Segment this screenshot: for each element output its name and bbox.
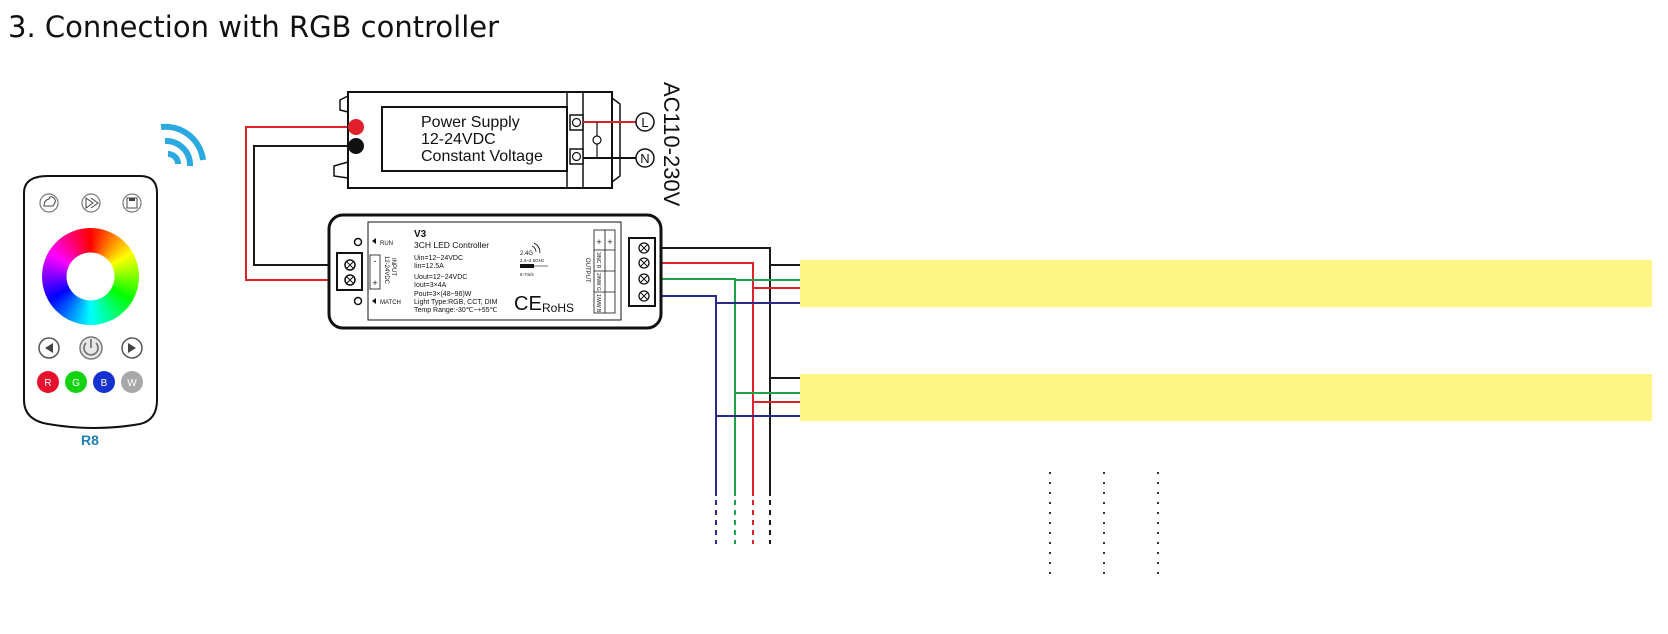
spec-light-type: Light Type:RGB, CCT, DIM — [414, 299, 498, 306]
r-button[interactable] — [37, 371, 59, 393]
spec-uin: Uin=12~24VDC — [414, 255, 463, 262]
wire-black-out — [644, 247, 771, 496]
terminal-l-label: L — [641, 115, 648, 130]
led-strip-2 — [800, 374, 1652, 421]
remote-r8: R G B W R8 — [23, 175, 158, 448]
g-button[interactable] — [65, 371, 87, 393]
w-button-label: W — [127, 378, 137, 389]
dc-wire-red — [245, 126, 356, 281]
remote-model: R8 — [81, 432, 99, 448]
input-label: INPUT — [390, 258, 396, 276]
wire-red-out — [644, 262, 754, 496]
spec-uout: Uout=12~24VDC — [414, 274, 467, 281]
match-label: MATCH — [380, 300, 401, 306]
wifi-signal-icon — [160, 123, 206, 167]
output-label: OUTPUT — [584, 258, 590, 283]
wire-blue-out — [644, 295, 717, 496]
page-title: 3. Connection with RGB controller — [8, 10, 500, 44]
rf-freq: 2.4~2.5GHz — [520, 258, 545, 263]
rf-range: 6-7m/s — [520, 272, 535, 277]
b-button[interactable] — [93, 371, 115, 393]
save-icon[interactable] — [122, 193, 142, 213]
spec-pout: Pout=3×(48~96)W — [414, 291, 472, 298]
spec-iin: Iin=12.5A — [414, 263, 444, 270]
ps-line-1: Power Supply — [421, 114, 520, 131]
ce-mark: CE — [514, 293, 542, 315]
output-row-2: 2/NW G — [595, 273, 601, 291]
output-row-1: 1/WW B — [595, 294, 601, 313]
ps-positive-terminal — [348, 119, 364, 135]
ps-line-3: Constant Voltage — [421, 148, 543, 165]
terminal-l-icon — [635, 112, 655, 132]
w-button[interactable] — [121, 371, 143, 393]
terminal-n-icon — [635, 148, 655, 168]
controller-model: V3 — [414, 229, 427, 240]
continuation-dots — [1049, 472, 1159, 574]
ps-negative-terminal — [348, 138, 364, 154]
output-header-2: + — [607, 237, 612, 247]
terminal-n-label: N — [640, 151, 649, 166]
output-wires — [644, 247, 800, 544]
dc-wires — [245, 126, 356, 281]
scene-icon[interactable] — [39, 193, 59, 213]
led-controller: RUN MATCH - + INPUT 12-24VDC V3 3CH LED … — [327, 213, 663, 330]
rf-label: 2.4G — [520, 251, 533, 257]
ps-line-2: 12-24VDC — [421, 131, 496, 148]
led-strip-1 — [800, 260, 1652, 307]
dc-wire-black — [253, 145, 356, 266]
b-button-label: B — [101, 378, 108, 389]
output-row-3: 3/NC R — [595, 252, 601, 269]
spec-iout: Iout=3×4A — [414, 282, 447, 289]
rohs-mark: RoHS — [542, 301, 574, 315]
input-voltage: 12-24VDC — [383, 256, 389, 285]
power-supply: L N Power Supply 12-24VDC Constant Volta… — [333, 82, 684, 207]
run-label: RUN — [380, 241, 393, 247]
ac-voltage-label: AC110-230V — [659, 82, 684, 207]
r-button-label: R — [44, 378, 51, 389]
rf-wave-icon — [531, 242, 541, 254]
spec-temp-range: Temp Range:-30℃~+55℃ — [414, 307, 498, 314]
output-header-1: + — [596, 237, 601, 247]
controller-name: 3CH LED Controller — [414, 240, 489, 250]
input-minus: - — [374, 256, 377, 266]
g-button-label: G — [72, 378, 80, 389]
input-plus: + — [372, 278, 377, 288]
